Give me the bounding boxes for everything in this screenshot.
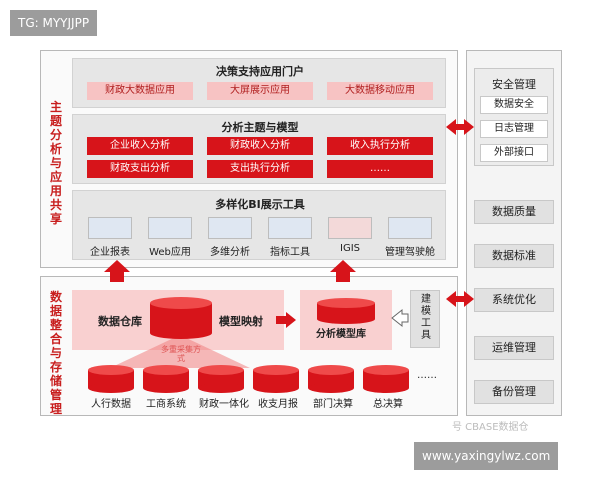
- model-library-label: 分析模型库: [316, 329, 366, 340]
- source-fiscal-integration: 财政一体化: [199, 399, 249, 410]
- sidebar-data-standard[interactable]: 数据标准: [474, 244, 554, 268]
- multidim-thumbnail: [208, 217, 252, 239]
- tool-web-app[interactable]: Web应用: [149, 247, 191, 258]
- analysis-item-enterprise-income[interactable]: 企业收入分析: [87, 137, 193, 155]
- portal-title: 决策支持应用门户: [216, 65, 304, 78]
- tool-enterprise-report[interactable]: 企业报表: [90, 247, 130, 258]
- portal-item-mobile[interactable]: 大数据移动应用: [327, 82, 433, 100]
- model-library-area: [300, 290, 392, 350]
- sidebar-data-security[interactable]: 数据安全: [480, 96, 548, 114]
- sidebar-backup-management[interactable]: 备份管理: [474, 380, 554, 404]
- web-app-thumbnail: [148, 217, 192, 239]
- bi-tools-title: 多样化BI展示工具: [215, 198, 305, 211]
- tool-management-cockpit[interactable]: 管理驾驶舱: [385, 247, 435, 258]
- enterprise-report-thumbnail: [88, 217, 132, 239]
- analysis-title: 分析主题与模型: [221, 121, 299, 134]
- portal-item-bigscreen[interactable]: 大屏展示应用: [207, 82, 313, 100]
- model-map-label: 模型映射: [219, 315, 263, 328]
- tool-multidim-analysis[interactable]: 多维分析: [210, 247, 250, 258]
- source-dept-final: 部门决算: [313, 399, 353, 410]
- portal-section: 决策支持应用门户 财政大数据应用 大屏展示应用 大数据移动应用: [72, 58, 446, 108]
- analysis-section: 分析主题与模型 企业收入分析 财政收入分析 收入执行分析 财政支出分析 支出执行…: [72, 114, 446, 184]
- source-more: ……: [417, 370, 437, 381]
- dashboard-thumbnail: [388, 217, 432, 239]
- security-title: 安全管理: [492, 78, 536, 91]
- sidebar-ops-management[interactable]: 运维管理: [474, 336, 554, 360]
- sidebar-log-management[interactable]: 日志管理: [480, 120, 548, 138]
- cbase-watermark: 号 CBASE数据仓: [452, 422, 529, 433]
- bi-tools-section: 多样化BI展示工具 企业报表 Web应用 多维分析 指标工具 IGIS 管理驾驶…: [72, 190, 446, 260]
- analysis-item-income-execution[interactable]: 收入执行分析: [327, 137, 433, 155]
- analysis-share-label: 主题分析与应用共享: [49, 100, 62, 226]
- warehouse-label: 数据仓库: [98, 315, 142, 328]
- indicator-thumbnail: [268, 217, 312, 239]
- tg-watermark-tag: TG: MYYJJPP: [10, 10, 98, 36]
- analysis-item-fiscal-expense[interactable]: 财政支出分析: [87, 160, 193, 178]
- analysis-item-fiscal-income[interactable]: 财政收入分析: [207, 137, 313, 155]
- tool-indicator[interactable]: 指标工具: [270, 247, 310, 258]
- modeling-tool-label: 建模工具: [421, 294, 431, 341]
- source-monthly-report: 收支月报: [258, 399, 298, 410]
- analysis-item-more[interactable]: ……: [327, 160, 433, 178]
- sidebar-data-quality[interactable]: 数据质量: [474, 200, 554, 224]
- tool-igis[interactable]: IGIS: [340, 243, 360, 254]
- collection-method-label: 多重采集方式: [161, 345, 201, 363]
- modeling-tool-box[interactable]: [410, 290, 440, 348]
- sidebar-system-optimization[interactable]: 系统优化: [474, 288, 554, 312]
- portal-item-bigdata[interactable]: 财政大数据应用: [87, 82, 193, 100]
- source-business-system: 工商系统: [146, 399, 186, 410]
- integration-storage-label: 数据整合与存储管理: [49, 290, 62, 416]
- igis-map-thumbnail: [328, 217, 372, 239]
- source-total-final: 总决算: [373, 399, 403, 410]
- source-pboc-data: 人行数据: [91, 399, 131, 410]
- site-watermark-tag: www.yaxingylwz.com: [414, 442, 559, 470]
- analysis-item-expense-execution[interactable]: 支出执行分析: [207, 160, 313, 178]
- sidebar-external-interface[interactable]: 外部接口: [480, 144, 548, 162]
